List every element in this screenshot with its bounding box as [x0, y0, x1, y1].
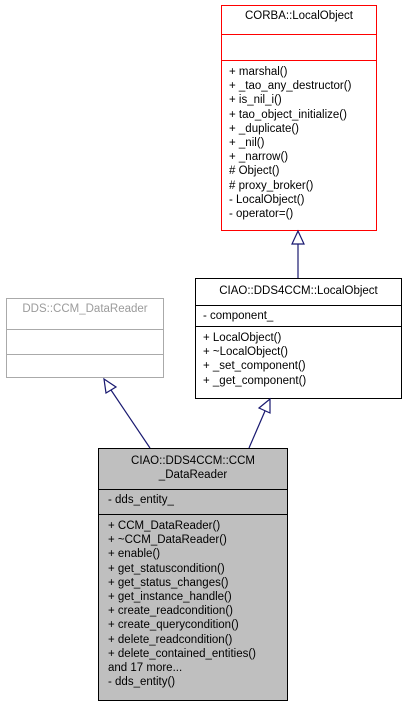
inheritance-arrowhead	[257, 397, 271, 414]
inheritance-arrowhead	[291, 229, 305, 245]
attributes-section: - dds_entity_	[99, 489, 287, 514]
method-item: + delete_contained_entities()	[108, 647, 257, 660]
attribute-item: - component_	[203, 310, 274, 322]
method-item: # Object()	[229, 165, 280, 178]
method-item: # proxy_broker()	[229, 179, 314, 192]
class-title: CIAO::DDS4CCM::CCM _DataReader	[99, 449, 287, 489]
method-item: + _tao_any_destructor()	[229, 80, 352, 93]
class-title: DDS::CCM_DataReader	[22, 303, 148, 315]
method-item: + is_nil_i()	[229, 94, 282, 107]
class-dds-ccm-data-reader[interactable]: DDS::CCM_DataReader	[6, 298, 164, 378]
method-item: + create_querycondition()	[108, 619, 239, 632]
method-item: - operator=()	[229, 208, 294, 221]
class-title-line: CIAO::DDS4CCM::CCM	[131, 455, 255, 467]
class-ciao-ccm-data-reader[interactable]: CIAO::DDS4CCM::CCM _DataReader - dds_ent…	[98, 448, 288, 701]
class-corba-local-object[interactable]: CORBA::LocalObject + marshal() + _tao_an…	[221, 5, 377, 231]
class-ciao-local-object[interactable]: CIAO::DDS4CCM::LocalObject - component_ …	[195, 278, 402, 399]
inheritance-arrowhead	[103, 377, 118, 394]
methods-section: + LocalObject() + ~LocalObject() + _set_…	[196, 326, 401, 388]
methods-section	[7, 354, 163, 378]
inheritance-edge	[110, 389, 151, 449]
method-item: + _narrow()	[229, 151, 289, 164]
attribute-item: - dds_entity_	[108, 494, 174, 506]
method-item: + CCM_DataReader()	[108, 520, 221, 532]
inheritance-edge	[248, 410, 266, 449]
methods-section: + marshal() + _tao_any_destructor() + is…	[222, 60, 376, 221]
method-item: + delete_readcondition()	[108, 633, 233, 646]
methods-section: + CCM_DataReader() + ~CCM_DataReader() +…	[99, 514, 287, 689]
method-item: + get_status_changes()	[108, 576, 229, 589]
method-item: + _get_component()	[203, 374, 307, 387]
method-item: and 17 more...	[108, 662, 183, 675]
method-item: + get_instance_handle()	[108, 591, 232, 604]
method-item: + _nil()	[229, 137, 265, 150]
method-item: + tao_object_initialize()	[229, 108, 347, 121]
method-item: - dds_entity()	[108, 676, 176, 689]
class-title: CIAO::DDS4CCM::LocalObject	[219, 285, 378, 297]
method-item: + get_statuscondition()	[108, 562, 225, 575]
class-title: CORBA::LocalObject	[244, 10, 353, 22]
method-item: + ~CCM_DataReader()	[108, 534, 227, 547]
method-item: + _duplicate()	[229, 122, 299, 135]
method-item: + enable()	[108, 548, 161, 561]
method-item: + ~LocalObject()	[203, 346, 289, 359]
attributes-section	[7, 329, 163, 354]
method-item: - LocalObject()	[229, 193, 305, 206]
method-item: + create_readcondition()	[108, 605, 233, 618]
method-item: + marshal()	[229, 66, 288, 78]
method-item: + _set_component()	[203, 360, 306, 373]
attributes-section	[222, 34, 376, 60]
method-item: + LocalObject()	[203, 332, 282, 344]
attributes-section: - component_	[196, 305, 401, 326]
class-title-line: _DataReader	[158, 469, 228, 481]
